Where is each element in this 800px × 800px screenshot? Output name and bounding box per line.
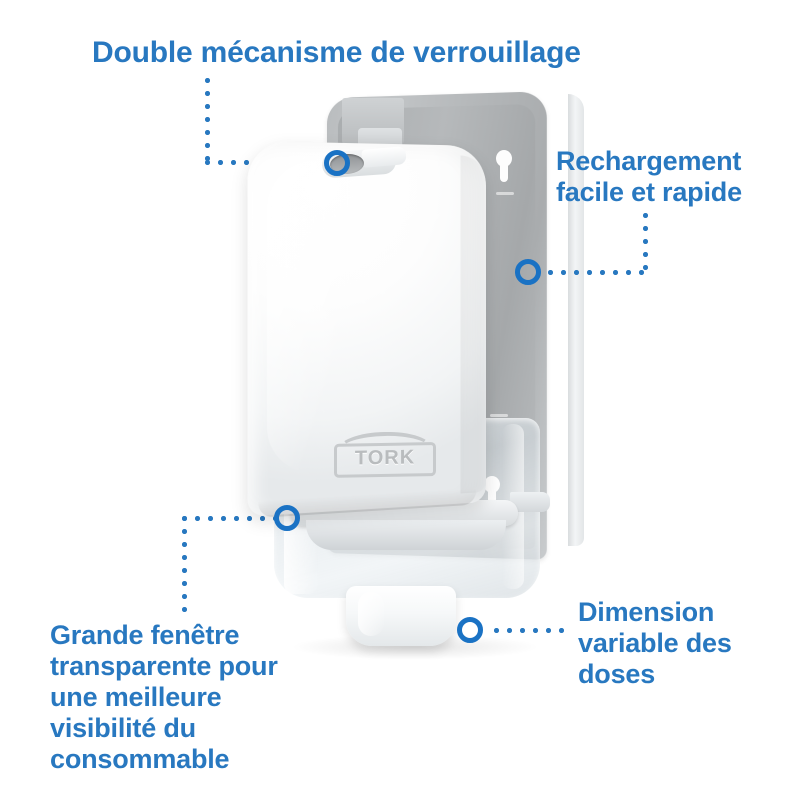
callout-label-variable-dose: Dimension variable des doses: [578, 597, 732, 689]
screw-guide-line-top: [496, 192, 514, 195]
leader-lock-vertical: [205, 78, 210, 162]
leader-refill-vertical: [643, 213, 648, 273]
leader-window-vertical: [182, 516, 187, 616]
marker-window: [274, 505, 300, 531]
tork-logo: TORK: [334, 431, 436, 478]
spout-highlight: [358, 592, 384, 636]
callout-label-easy-refill: Rechargement facile et rapide: [556, 146, 742, 207]
tork-logo-text: TORK: [334, 442, 436, 478]
leader-dose-horizontal: [494, 628, 572, 633]
internal-shelf-right: [510, 492, 550, 512]
cover-right-edge: [460, 155, 486, 494]
keyhole-slot-top: [494, 150, 514, 182]
marker-refill: [515, 259, 541, 285]
marker-lock: [324, 150, 350, 176]
callout-label-double-lock: Double mécanisme de verrouillage: [92, 36, 581, 69]
marker-dose: [457, 617, 483, 643]
internal-lever-lower: [306, 520, 506, 550]
leader-refill-horizontal: [548, 270, 648, 275]
dispensing-spout: [346, 586, 456, 646]
callout-label-transparent-window: Grande fenêtre transparente pour une mei…: [50, 620, 278, 774]
screw-guide-line-mid: [490, 414, 508, 417]
backplate-right-rim: [568, 94, 584, 546]
keyhole-slot-bottom-right: [482, 476, 502, 508]
cover-highlight: [266, 160, 364, 476]
tork-soap-dispenser-image: TORK: [247, 88, 584, 678]
leader-window-horizontal: [182, 516, 284, 521]
